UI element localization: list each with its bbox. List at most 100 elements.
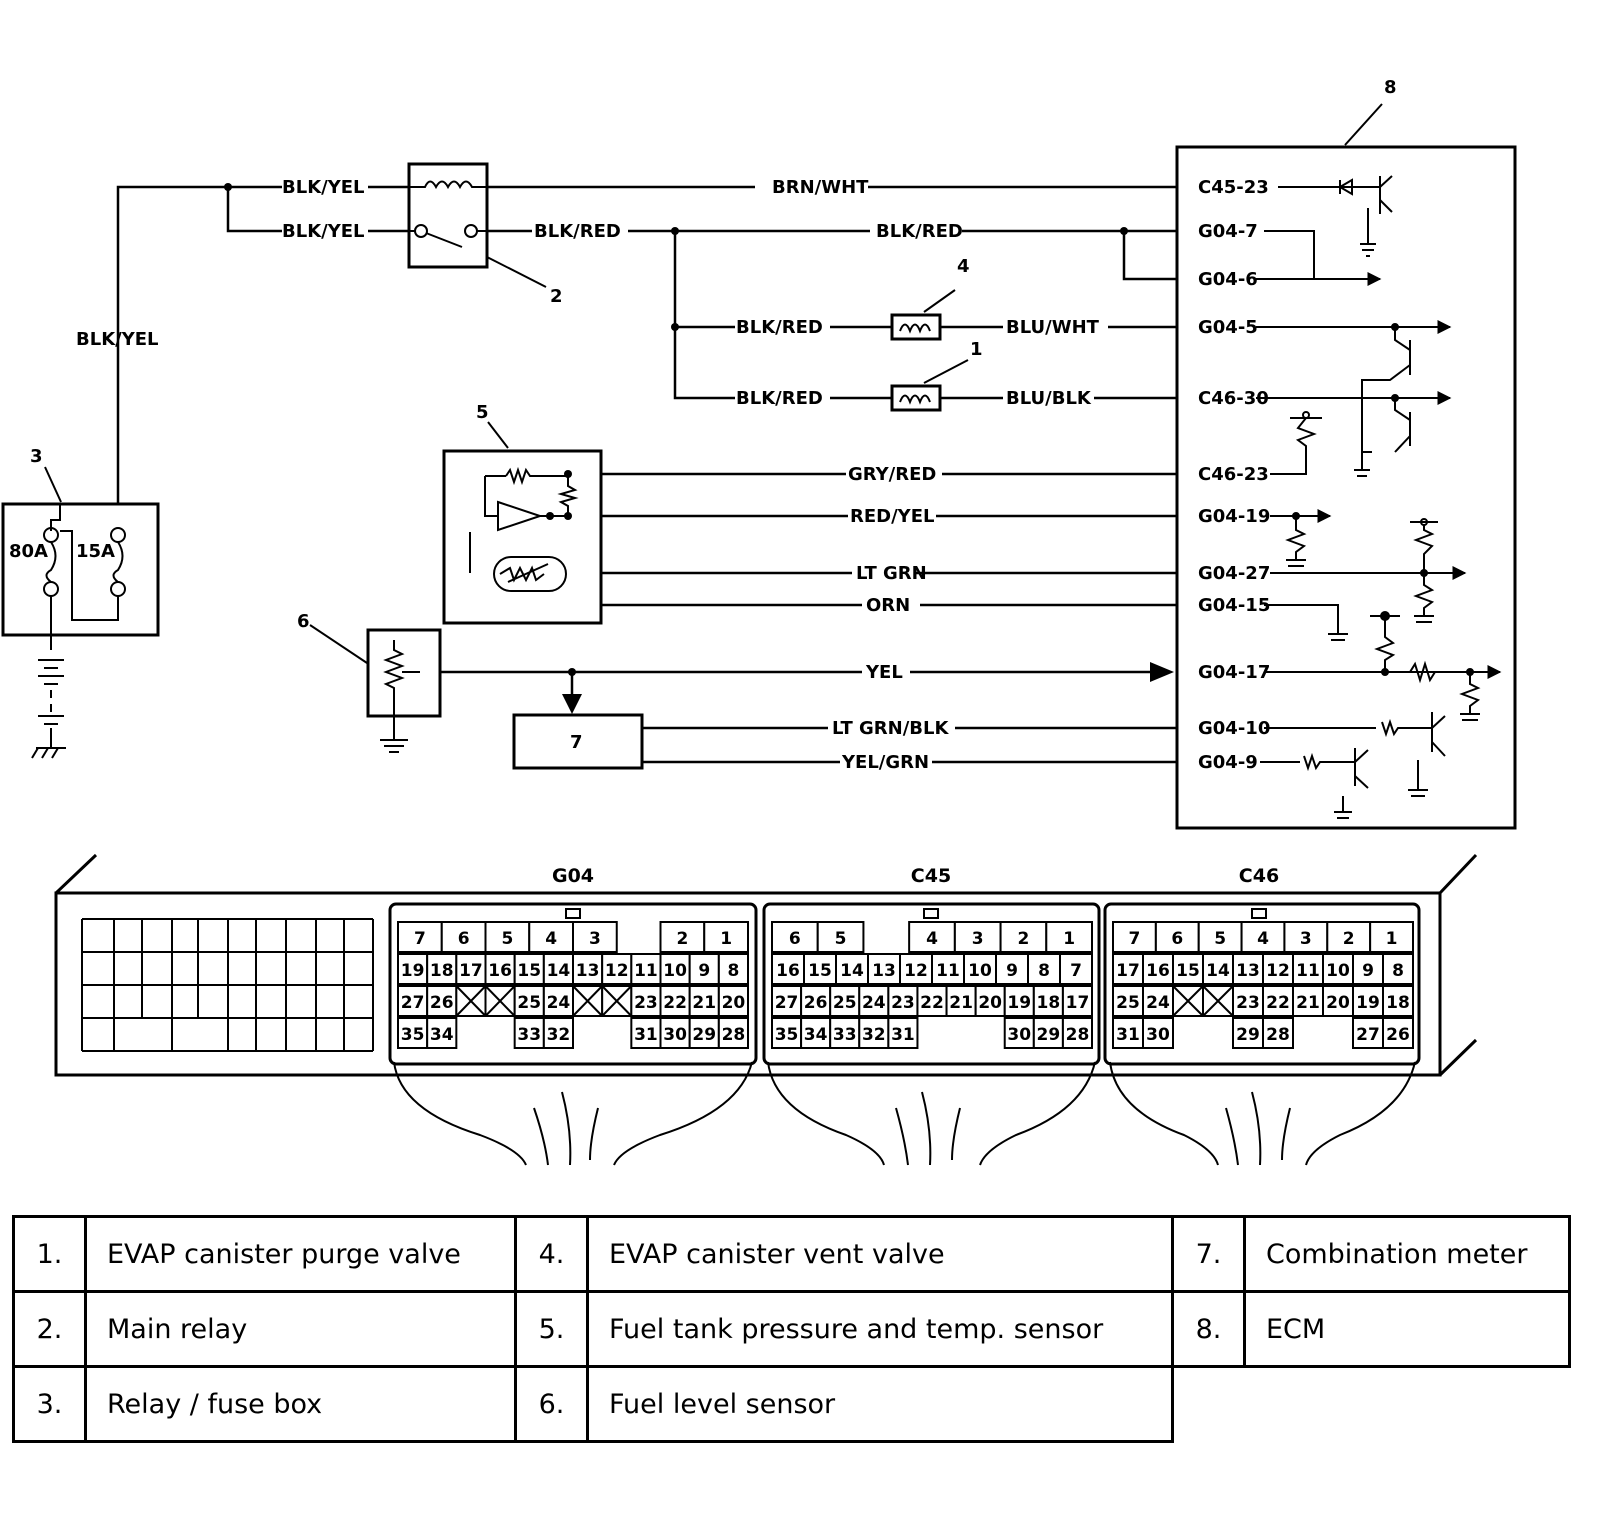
connector-pin-cell [803,953,837,985]
ecm-pin: G04-6 [1198,269,1258,290]
legend-label: Fuel tank pressure and temp. sensor [586,1290,1174,1368]
connector-pin-number: 28 [722,1025,746,1045]
ecm-pin: G04-7 [1198,221,1258,242]
connector-pin-number: 10 [1326,961,1350,981]
connector-pin-cell [426,1017,458,1049]
blocked-pin-mark [572,985,603,1017]
connector-pin-number: 21 [1296,993,1320,1013]
connector-pin-number: 25 [1116,993,1140,1013]
ecm-pin: C46-23 [1198,464,1269,485]
connector-pin-number: 9 [698,961,710,981]
connector-pin-cell [1322,953,1354,985]
legend-label: EVAP canister purge valve [84,1215,517,1293]
connector-pin-number: 6 [789,929,801,949]
connector-pin-number: 2 [1018,929,1030,949]
connector-pin-cell [542,953,574,985]
connector-name: C45 [911,865,951,887]
connector-pin-number: 5 [501,929,513,949]
connector-pin-number: 1 [1063,929,1075,949]
connector-pin-cell [542,985,574,1017]
connector-pin-cell [1112,985,1144,1017]
connector-pin-cell [1061,1017,1093,1049]
callout-number: 1 [970,339,983,360]
relay-fuse-box: 80A 15A [1,502,160,759]
connector-pin-number: 32 [547,1025,571,1045]
connector-pin-cell [1003,985,1035,1017]
connector-pin-number: 33 [833,1025,857,1045]
connector-pin-cell [717,1017,749,1049]
connector-pin-number: 32 [862,1025,886,1045]
connector-pin-number: 23 [634,993,658,1013]
legend-number: 2. [12,1290,87,1368]
connector-pin-number: 14 [1206,961,1230,981]
callout-number: 5 [476,402,489,423]
connector-pin-cell [1142,953,1174,985]
wire-label: BLK/YEL [282,177,365,198]
wire-label: YEL/GRN [841,752,929,773]
connector-pin-cell [887,1017,919,1049]
connector-pin-number: 19 [1356,993,1380,1013]
wire-label: BLU/BLK [1006,388,1092,409]
legend-number: 7. [1171,1215,1246,1293]
connector-pin-number: 13 [872,961,896,981]
evap-canister-purge-valve [890,384,942,412]
connector-pin-number: 12 [605,961,629,981]
connector-pin-number: 18 [1386,993,1410,1013]
callout-number: 6 [297,611,310,632]
legend-label: Fuel level sensor [586,1365,1174,1443]
connector-pin-number: 29 [1037,1025,1061,1045]
connector-pin-number: 27 [1356,1025,1380,1045]
connector-pin-cell [1382,953,1414,985]
legend-label: Relay / fuse box [84,1365,517,1443]
connector-pin-number: 27 [775,993,799,1013]
connector-pin-number: 26 [804,993,828,1013]
connector-pin-cell [1382,1017,1414,1049]
connector-pin-number: 3 [972,929,984,949]
blocked-pin-mark [1172,985,1204,1017]
legend-number: 1. [12,1215,87,1293]
connector-pin-number: 19 [1007,993,1031,1013]
connector-pin-number: 11 [936,961,960,981]
connector-pin-cell [1154,921,1200,953]
legend-label: ECM [1243,1290,1571,1368]
callout-number: 8 [1384,77,1397,98]
connector-pin-number: 15 [517,961,541,981]
connector-pin-cell [1232,1017,1264,1049]
blocked-pin-mark [601,985,633,1017]
connector-pin-number: 30 [663,1025,687,1045]
connector-pin-number: 31 [634,1025,658,1045]
connector-pin-number: 5 [1214,929,1226,949]
connector-pin-cell [1232,953,1264,985]
connector-pin-cell [858,1017,890,1049]
connector-pin-cell [659,1017,691,1049]
connector-pin-cell [829,985,861,1017]
connector-pin-number: 22 [920,993,944,1013]
ecm-pin-labels: C45-23 G04-7 G04-6 G04-5 C46-30 C46-23 G… [1198,177,1270,773]
ecm-pin: G04-15 [1198,595,1270,616]
connector-pin-number: 5 [835,929,847,949]
blocked-pin-mark [1202,985,1234,1017]
connector-pin-cell [1382,985,1414,1017]
connector-pin-number: 6 [1171,929,1183,949]
connector-pin-cell [816,921,865,953]
wire-label: BLK/RED [736,317,823,338]
connector-pin-number: 9 [1006,961,1018,981]
connector-pin-number: 22 [663,993,687,1013]
ecm-pin: G04-10 [1198,718,1270,739]
connector-pin-number: 26 [1386,1025,1410,1045]
legend-number: 6. [514,1365,589,1443]
meter-box-label: 7 [570,732,583,753]
connector-pin-number: 8 [1392,961,1404,981]
ecm-pin: G04-9 [1198,752,1258,773]
connector-pin-cell [688,1017,720,1049]
connector-pin-cell [1352,985,1384,1017]
connector-pin-number: 26 [430,993,454,1013]
connector-pin-number: 25 [517,993,541,1013]
connector-pin-cell [703,921,749,953]
fuse-80a-label: 80A [9,541,48,562]
wire-label: BLU/WHT [1006,317,1100,338]
connector-pin-cell [1061,985,1093,1017]
connector-pin-number: 4 [1257,929,1269,949]
connector-pin-number: 15 [1176,961,1200,981]
